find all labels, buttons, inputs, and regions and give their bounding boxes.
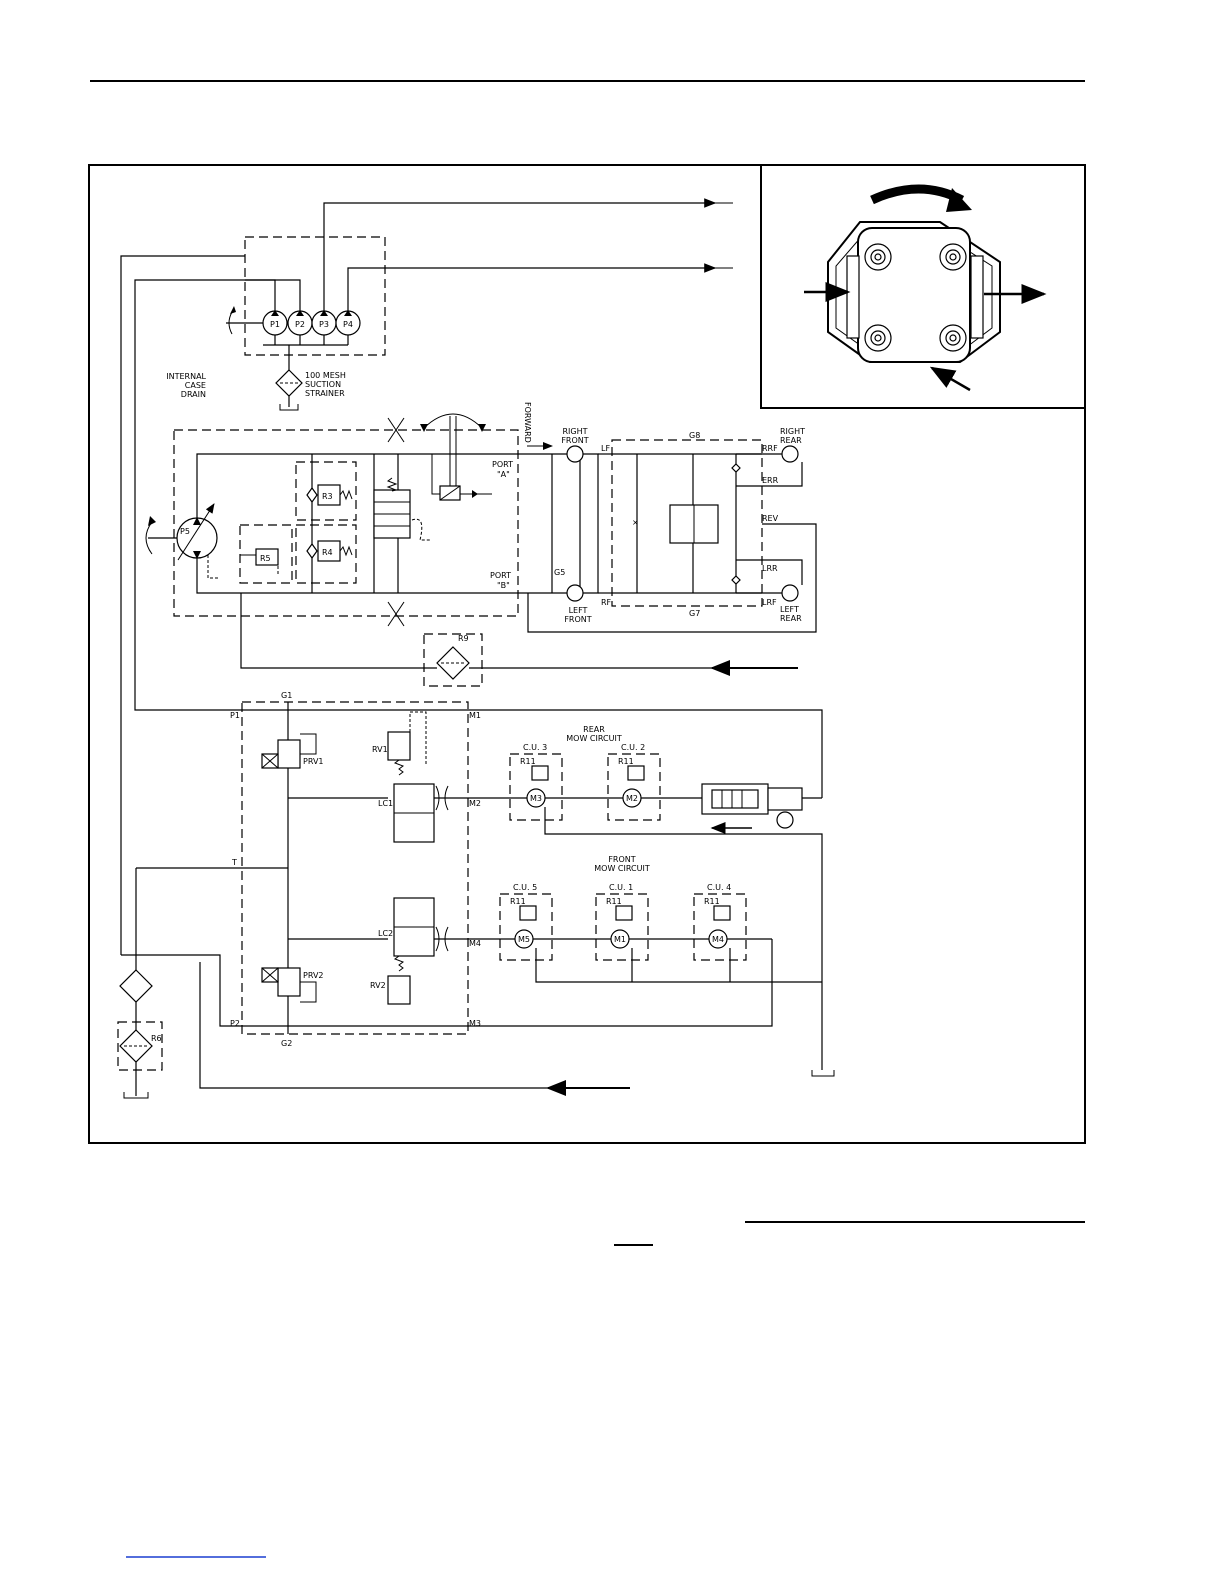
forward-label-group: FORWARD [523, 402, 553, 450]
valve-lc2-label: LC2 [378, 929, 393, 938]
valve-r5-label: R5 [260, 554, 271, 563]
cu2-r11-label: R11 [618, 757, 634, 766]
cu3-label: C.U. 3 [523, 743, 547, 752]
motor-m3-label: M3 [530, 794, 542, 803]
port-g2-label: G2 [281, 1039, 292, 1048]
case-drain-label-1: INTERNAL [166, 372, 206, 381]
hydrostatic-pump-block: P5 R3 R4 R5 [145, 413, 568, 627]
forward-label: FORWARD [523, 402, 532, 443]
motor-m2-label: M2 [626, 794, 638, 803]
pump-p5-label: P5 [180, 527, 190, 536]
valve-r6-label: R6 [151, 1034, 162, 1043]
port-a-label-1: PORT [492, 460, 513, 469]
svg-text:×: × [632, 518, 639, 527]
front-mow-label-1: FRONT [608, 855, 635, 864]
left-front-motor [566, 584, 584, 602]
valve-rv2-label: RV2 [370, 981, 386, 990]
diagram-frame [88, 164, 1086, 1144]
pump-p1: P1 [262, 310, 288, 336]
cu5-r11-label: R11 [510, 897, 526, 906]
port-lrr-label: LRR [762, 564, 778, 573]
valve-r3-label: R3 [322, 492, 333, 501]
front-mow-label-2: MOW CIRCUIT [594, 864, 650, 873]
return-filters: R6 [117, 868, 630, 1099]
port-lf-label: LF [601, 444, 610, 453]
port-rf-label: RF [601, 598, 612, 607]
valve-prv2-label: PRV2 [303, 971, 324, 980]
left-front-label-2: FRONT [564, 615, 591, 624]
rear-mow-circuit: REAR MOW CIRCUIT C.U. 3 M3 R11 C.U. 2 M2… [468, 725, 823, 1070]
mow-control-manifold: G1 G2 P1 P2 T M1 M2 M4 M3 PRV1 PRV2 RV1 … [136, 691, 481, 1048]
valve-rv1-label: RV1 [372, 745, 388, 754]
port-lrf-label: LRF [762, 598, 777, 607]
cu1-label: C.U. 1 [609, 883, 633, 892]
cu5-label: C.U. 5 [513, 883, 537, 892]
strainer-label-1: 100 MESH [305, 371, 346, 380]
left-front-label-1: LEFT [569, 606, 588, 615]
pump-p4-label: P4 [343, 320, 353, 329]
left-rear-label-2: REAR [780, 614, 802, 623]
port-g1-label: G1 [281, 691, 292, 700]
charge-filter-r9: R9 [240, 593, 798, 687]
motor-m5-label: M5 [518, 935, 530, 944]
cu1-r11-label: R11 [606, 897, 622, 906]
port-a-label-2: "A" [497, 470, 510, 479]
valve-r4-label: R4 [322, 548, 333, 557]
port-p1-label: P1 [230, 711, 240, 720]
rear-mow-label-1: REAR [583, 725, 605, 734]
suction-strainer-symbol [275, 369, 303, 397]
pump-p1-label: P1 [270, 320, 280, 329]
pump-p3-label: P3 [319, 320, 329, 329]
port-p2-label: P2 [230, 1019, 240, 1028]
gear-pump-group: P1 P2 P3 P4 100 MESH SUCTION STRAINER [120, 198, 823, 955]
port-g7-label: G7 [689, 609, 700, 618]
right-rear-motor [781, 445, 799, 463]
cu3-r11-label: R11 [520, 757, 536, 766]
strainer-label-2: SUCTION [305, 380, 341, 389]
case-drain-label-3: DRAIN [181, 390, 206, 399]
cu4-r11-label: R11 [704, 897, 720, 906]
pump-p4: P4 [335, 310, 361, 336]
port-g8-label: G8 [689, 431, 700, 440]
port-m3-label: M3 [469, 1019, 481, 1028]
right-rear-label-1: RIGHT [780, 427, 805, 436]
right-front-label-1: RIGHT [562, 427, 587, 436]
right-front-motor [566, 445, 584, 463]
port-g5-label: G5 [554, 568, 565, 577]
case-drain-label-2: CASE [185, 381, 206, 390]
pump-p3: P3 [311, 310, 337, 336]
motor-m1-label: M1 [614, 935, 626, 944]
pump-p2: P2 [287, 310, 313, 336]
cu2-label: C.U. 2 [621, 743, 645, 752]
wheel-motor-circuit: RIGHT FRONT LEFT FRONT G5 LF RF × G8 G7 … [527, 427, 817, 633]
port-m1-label: M1 [469, 711, 481, 720]
port-rrf-label: RRF [762, 444, 778, 453]
right-front-label-2: FRONT [561, 436, 588, 445]
left-rear-motor [781, 584, 799, 602]
left-rear-label-1: LEFT [780, 605, 799, 614]
port-m4-label: M4 [469, 939, 481, 948]
front-mow-circuit: FRONT MOW CIRCUIT C.U. 5 M5 R11 C.U. 1 M… [121, 855, 835, 1077]
valve-r9-label: R9 [458, 634, 469, 643]
strainer-label-3: STRAINER [305, 389, 345, 398]
port-m2-label: M2 [469, 799, 481, 808]
pump-rotation-inset [760, 164, 1086, 409]
valve-prv1-label: PRV1 [303, 757, 324, 766]
motor-m4-label: M4 [712, 935, 724, 944]
port-err-label: ERR [762, 476, 779, 485]
rear-mow-label-2: MOW CIRCUIT [566, 734, 622, 743]
cu4-label: C.U. 4 [707, 883, 731, 892]
port-b-label-1: PORT [490, 571, 511, 580]
valve-lc1-label: LC1 [378, 799, 393, 808]
port-t-label: T [231, 858, 237, 867]
port-b-label-2: "B" [497, 581, 510, 590]
port-rev-label: REV [762, 514, 779, 523]
pump-p2-label: P2 [295, 320, 305, 329]
right-rear-label-2: REAR [780, 436, 802, 445]
